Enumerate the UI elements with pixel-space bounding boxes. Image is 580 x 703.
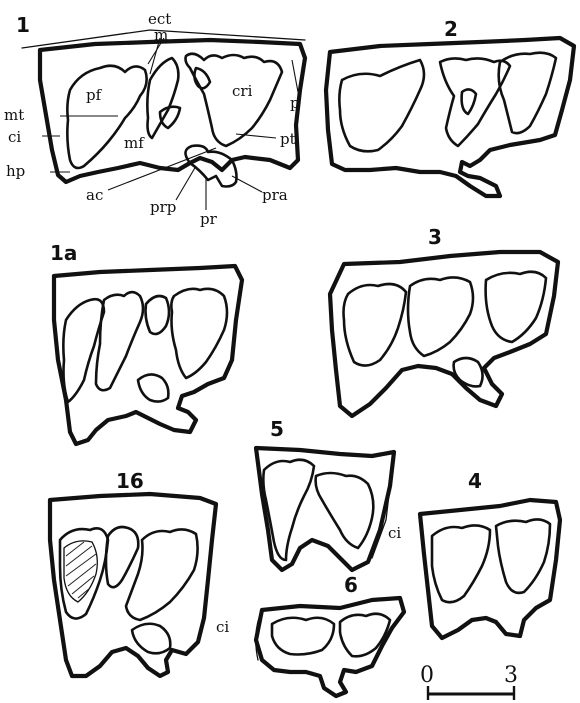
figure-16-number: 16	[116, 469, 144, 493]
figure-1-fold-pf	[67, 66, 146, 168]
figure-16-fold-b	[106, 527, 138, 587]
figure-1: 1 ect m pf cri p mt ci mf pt hp ac pra p…	[4, 10, 305, 228]
figure-2-fold-d	[462, 89, 476, 114]
figure-6-number: 6	[344, 573, 358, 597]
label-m: m	[154, 26, 168, 44]
figure-4: 4	[420, 469, 560, 638]
figure-1-leaders	[42, 38, 298, 210]
figure-4-fold-b	[496, 519, 550, 592]
figure-2-fold-a	[339, 60, 424, 151]
figure-2: 2	[326, 17, 574, 196]
figure-2-number: 2	[444, 17, 458, 41]
figure-1a-outline	[54, 266, 242, 444]
label-mf: mf	[124, 134, 145, 152]
label-prp: prp	[150, 198, 176, 216]
figure-1a: 1a	[50, 241, 242, 444]
label-mt: mt	[4, 106, 24, 124]
figure-5: 5 ci	[256, 417, 401, 570]
figure-6-fold-a	[272, 618, 334, 655]
figure-16-fold-c	[126, 529, 198, 620]
label-ci-fig6: ci	[216, 618, 229, 636]
label-pf: pf	[86, 86, 103, 104]
scale-bar-min-label: 0	[420, 663, 434, 688]
figure-6: 6 ci	[216, 573, 404, 696]
figure-2-outline	[326, 38, 574, 196]
figure-3-number: 3	[428, 225, 442, 249]
label-p: p	[290, 94, 300, 112]
figure-4-fold-a	[432, 525, 490, 602]
figure-16-protocone	[132, 624, 170, 654]
figure-3-fold-b	[408, 277, 473, 356]
figure-1-number: 1	[16, 13, 30, 37]
figure-5-number: 5	[270, 417, 284, 441]
label-hp: hp	[6, 162, 25, 180]
figure-3-fold-c	[486, 272, 546, 342]
figure-16-hatched-area	[64, 541, 97, 602]
label-ci: ci	[8, 128, 21, 146]
label-pr: pr	[200, 210, 218, 228]
label-cri: cri	[232, 82, 253, 100]
figure-1-fold-inner	[194, 68, 210, 88]
figure-1a-number: 1a	[50, 241, 77, 265]
figure-5-fold-b	[316, 473, 374, 548]
figure-4-number: 4	[468, 469, 482, 493]
scale-bar: 0 3	[420, 663, 518, 700]
scale-bar-max-label: 3	[504, 663, 518, 688]
label-ci-fig5: ci	[388, 524, 401, 542]
label-pt: pt	[280, 130, 296, 148]
figure-1a-fold-b	[96, 292, 143, 390]
figure-1a-fold-c	[146, 296, 170, 334]
label-pra: pra	[262, 186, 288, 204]
figure-3: 3	[330, 225, 558, 416]
figure-1a-protocone	[138, 374, 168, 401]
figure-1-fold-mf	[147, 58, 178, 138]
figure-16: 16	[50, 469, 216, 676]
figure-1a-fold-d	[171, 289, 227, 378]
figure-6-fold-b	[340, 614, 390, 657]
label-ac: ac	[86, 186, 103, 204]
figure-3-fold-a	[344, 284, 407, 366]
